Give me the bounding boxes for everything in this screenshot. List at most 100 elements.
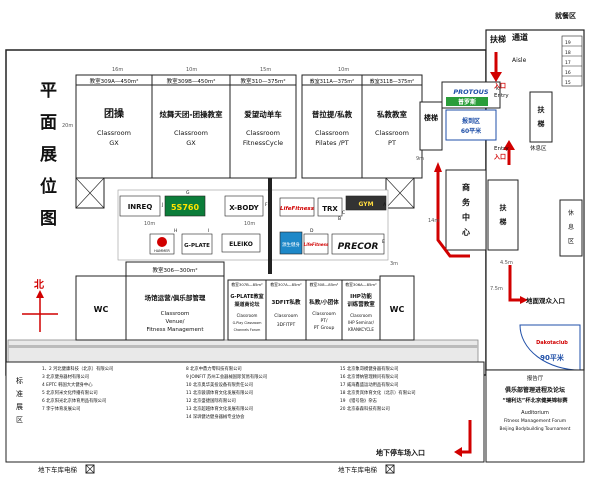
dim-20m: 20m [62,123,73,129]
registration-area: 报到区 60平米 [445,109,497,141]
dim-4-5m: 4.5m [500,260,513,266]
entry2-en: Entry [494,146,509,152]
ground-entry-label: 地面观众入口 [526,296,565,305]
exhibitor-8: 9 JOINFIT 苏州工会器械国际贸易有限公司 [186,373,267,380]
room-306-en2: Venue/ [166,319,185,325]
booth-letter-g: G [186,190,190,196]
room-307b-head: 教室307B—85m² [231,282,263,287]
escalator-right-2: 梯 [538,119,545,128]
exhibitor-17: 18 北京贵宾体育文化（北京）有限公司 [340,389,416,396]
exhibitor-12: 13 北京超越体育文化发展有限公司 [186,405,253,412]
brand-xbody: X-BODY [229,204,259,212]
exhibitor-3: 4 EPTC 韩国大大健身中心 [42,381,93,388]
dim-10m-c: 10m [144,221,155,227]
brand-lifefitness: LifeFitness [280,206,315,212]
booth-lifefitness-2: LifeFitness [304,233,329,255]
brand-protous: PROTOUS [453,88,489,96]
rest-char-3: 区 [568,238,574,245]
room-310-en1: Classroom [246,129,280,137]
escalator-center-1: 扶 [500,203,508,212]
stairs-hatch-left [75,177,105,209]
exhibitor-4: 5 北京阿米文化传播有限公司 [42,389,98,396]
escalator-right: 扶 梯 [529,91,553,143]
room-306-en3: Fitness Management [146,327,204,333]
room-311a-cn: 普拉提/私教 [312,109,353,119]
room-307b-cn: G-PLATE教室 [230,293,263,300]
room-311b-cn: 私教教室 [376,109,407,119]
room-307a: 教室307A—85m² 3DFIT私教 Classroom 3DFITPT [265,279,307,341]
stairs-label-1: 楼梯 [424,113,438,122]
auditorium-en2: Fitness Management Forum [504,418,566,424]
auditorium-en1: Auditorium [521,410,549,416]
path-arrow-business-icon [434,162,470,258]
auditorium: 报告厅 俱乐部管理进程及论坛 “瑞利达”杯北京健美锦标赛 Auditorium … [485,369,585,463]
exhibitor-5: 6 北京阳光北京体育用品有限公司 [42,397,106,404]
brand-inreq: INREQ [128,203,153,211]
room-307a-cn: 3DFIT私教 [272,298,301,306]
booth-xbody: X-BODY [224,195,264,217]
dining-area-label: 就餐区 [555,11,576,20]
booth-precor: PRECOR [331,233,385,255]
booth-inreq: INREQ [119,195,161,217]
room-306-en1: Classroom [161,311,190,317]
wc-right-label: WC [390,305,405,314]
protous-tag: K [496,86,500,92]
room-306: 教室306—300m² 场馆运营/俱乐部管理 Classroom Venue/ … [125,261,225,341]
room-308-en2: PT/ [321,318,328,324]
title-char-5: 图 [40,209,57,229]
room-307b: 教室307B—85m² G-PLATE教室 渠道商论坛 Classroom G-… [227,279,267,341]
booth-divider [268,178,272,274]
dim-16m: 16m [112,67,123,73]
booth-hammer: HAMMER [149,233,175,255]
booth-letter-a: A [383,202,387,208]
exhibitor-14: 15 北京象哥模健身器有限公司 [340,365,398,372]
room-309a-head: 教室309A—450m² [90,77,139,85]
business-center: 商 务 中 心 [445,169,487,251]
legend-char-3: 展 [16,403,23,411]
auditorium-cn2: “瑞利达”杯北京健美锦标赛 [502,396,568,404]
dim-14m: 14m [428,218,439,224]
brand-gym: GYM [358,201,373,208]
room-310-en2: FitnessCycle [243,139,283,147]
booth-5s760: 5S760 [164,195,206,217]
exhibitor-9: 10 北京奥华美投设备有限责任公司 [186,381,253,388]
room-309b-en2: GX [186,139,196,147]
exhibitor-19: 20 北京泰森科技有限公司 [340,405,390,412]
wc-right: WC [379,275,415,341]
booth-letter-c: C [342,210,345,216]
room-306a: 教室306A—85m² IHP功能 训练营教室 Classroom IHP Se… [341,279,381,341]
room-306a-en2: IHP Seminar/ [348,320,375,325]
stairs-block: 楼梯 [419,101,443,151]
booth-eleiko: ELEIKO [221,233,261,253]
room-308-en3: PT Group [314,325,335,331]
room-308-head: 教室308—85m² [310,282,339,287]
room-311a: 教室311A—375m² 普拉提/私教 Classroom Pilates /P… [301,74,363,179]
auditorium-en3: Beijing Bodybuilding Tournament [500,426,571,432]
booth-letter-i: I [208,228,209,234]
registration-cn: 报到区 [462,117,480,125]
title-char-3: 展 [40,145,57,165]
room-309a-en1: Classroom [97,129,131,137]
room-307a-en1: Classroom [274,313,297,319]
room-311a-head: 教室311A—375m² [310,78,354,85]
booth-num-18: 18 [565,50,571,56]
numbered-booths-right: 19 18 17 16 15 [561,35,583,87]
brand-gplate: G-PLATE [184,243,210,249]
ground-entry-arrow-icon [508,265,528,304]
exhibitor-10: 11 北京骏骐体育文化发展有限公司 [186,389,253,396]
entry-arrow-mid-icon [503,140,515,165]
entry2-cn: 入口 [493,154,506,161]
booth-num-17: 17 [565,60,571,66]
rest-area-vertical: 休 息 区 [559,199,583,257]
room-309b-head: 教室309B—450m² [167,77,216,85]
legend-box [5,361,485,463]
exhibitor-15: 16 北京博纳管理顾问有限公司 [340,373,398,380]
brand-lifefitness-2: LifeFitness [304,242,329,247]
wc-left-label: WC [94,305,109,314]
room-306a-cn: IHP功能 [350,292,372,300]
business-char-1: 商 [462,182,470,192]
booth-num-19: 19 [565,40,571,46]
room-311b-en2: PT [388,139,396,147]
